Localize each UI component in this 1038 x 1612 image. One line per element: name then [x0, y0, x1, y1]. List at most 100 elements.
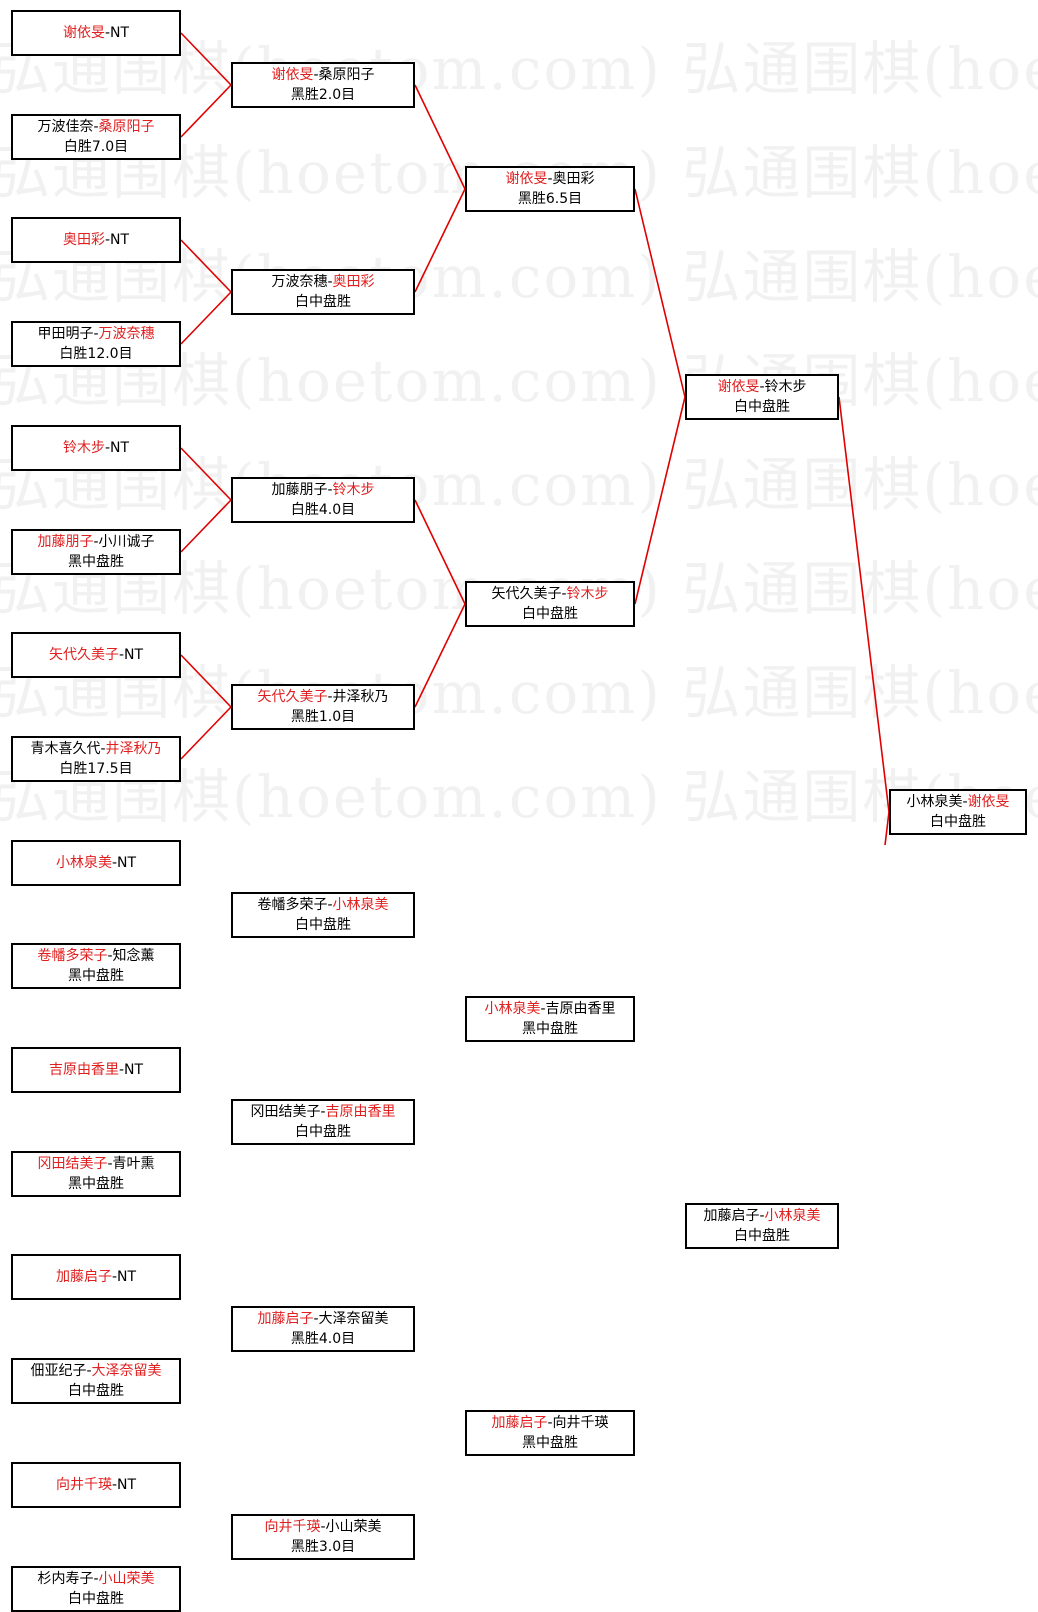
match-box: 奥田彩-NT: [11, 217, 181, 263]
match-players: 加藤启子-大泽奈留美: [257, 1309, 388, 1329]
separator: -: [547, 171, 553, 187]
match-players: 卷幡多荣子-小林泉美: [257, 895, 388, 915]
match-box: 加藤启子-NT: [11, 1254, 181, 1300]
connector-line: [180, 32, 232, 86]
match-box: 向井千瑛-小山荣美黑胜3.0目: [231, 1514, 415, 1560]
separator: -: [104, 25, 111, 41]
connector-line: [838, 396, 890, 813]
match-box: 万波佳奈-桑原阳子白胜7.0目: [11, 114, 181, 160]
match-box: 谢依旻-桑原阳子黑胜2.0目: [231, 62, 415, 108]
match-players: 冈田结美子-吉原由香里: [250, 1102, 395, 1122]
match-result: 白中盘胜: [734, 1228, 790, 1244]
player-1: 吉原由香里: [48, 1062, 119, 1078]
match-box: 矢代久美子-铃木步白中盘胜: [465, 581, 635, 627]
connector-line: [634, 188, 686, 398]
match-result: 白中盘胜: [734, 399, 790, 415]
match-box: 矢代久美子-井泽秋乃黑胜1.0目: [231, 684, 415, 730]
player-2: 谢依旻: [967, 794, 1010, 810]
player-2: NT: [124, 647, 144, 663]
match-box: 杉内寿子-小山荣美白中盘胜: [11, 1566, 181, 1612]
separator: -: [962, 794, 968, 810]
match-players: 加藤朋子-铃木步: [271, 480, 374, 500]
player-1: 谢依旻: [717, 379, 760, 395]
match-box: 铃木步-NT: [11, 425, 181, 471]
player-1: 矢代久美子: [48, 647, 119, 663]
match-result: 白中盘胜: [68, 1591, 124, 1607]
connector-line: [634, 396, 686, 605]
match-players: 矢代久美子-铃木步: [491, 584, 608, 604]
player-2: 万波奈穗: [98, 326, 155, 342]
separator: -: [327, 482, 333, 498]
separator: -: [93, 534, 99, 550]
player-2: 奥田彩: [332, 274, 375, 290]
separator: -: [104, 440, 111, 456]
match-players: 小林泉美-NT: [56, 853, 136, 873]
connector-line: [180, 291, 232, 345]
player-2: 小山荣美: [325, 1519, 382, 1535]
connector-line: [414, 499, 466, 605]
match-players: 吉原由香里-NT: [49, 1060, 143, 1080]
player-2: 铃木步: [764, 379, 807, 395]
match-box: 加藤朋子-铃木步白胜4.0目: [231, 477, 415, 523]
match-box: 加藤启子-小林泉美白中盘胜: [685, 1203, 839, 1249]
match-result: 黑胜2.0目: [290, 87, 356, 103]
match-players: 矢代久美子-井泽秋乃: [257, 687, 388, 707]
player-1: 加藤朋子: [271, 482, 328, 498]
player-2: 小林泉美: [332, 897, 389, 913]
player-2: 井泽秋乃: [332, 689, 389, 705]
player-2: 井泽秋乃: [105, 741, 162, 757]
match-players: 杉内寿子-小山荣美: [37, 1569, 154, 1589]
player-1: 小林泉美: [484, 1001, 541, 1017]
match-box: 冈田结美子-吉原由香里白中盘胜: [231, 1099, 415, 1145]
connector-line: [180, 654, 232, 708]
player-1: 青木喜久代: [30, 741, 101, 757]
match-result: 白中盘胜: [930, 814, 986, 830]
connector-line: [414, 603, 466, 708]
player-2: 知念薰: [112, 948, 155, 964]
separator: -: [327, 274, 333, 290]
match-box: 佃亚纪子-大泽奈留美白中盘胜: [11, 1358, 181, 1404]
player-1: 矢代久美子: [491, 586, 562, 602]
connector-line: [180, 706, 232, 760]
player-2: NT: [110, 232, 130, 248]
match-box: 谢依旻-NT: [11, 10, 181, 56]
match-result: 黑胜4.0目: [290, 1331, 356, 1347]
match-players: 万波奈穗-奥田彩: [271, 272, 374, 292]
connector-line: [180, 499, 232, 553]
match-players: 铃木步-NT: [63, 438, 129, 458]
match-players: 向井千瑛-NT: [56, 1475, 136, 1495]
player-1: 加藤启子: [55, 1269, 112, 1285]
match-players: 谢依旻-NT: [63, 23, 129, 43]
match-players: 加藤朋子-小川诚子: [37, 532, 154, 552]
bracket-lines: [180, 32, 890, 845]
player-2: 吉原由香里: [325, 1104, 396, 1120]
match-box: 加藤启子-向井千瑛黑中盘胜: [465, 1410, 635, 1456]
match-players: 奥田彩-NT: [63, 230, 129, 250]
player-1: 加藤朋子: [37, 534, 94, 550]
match-players: 万波佳奈-桑原阳子: [37, 117, 154, 137]
player-2: 青叶熏: [112, 1156, 155, 1172]
match-players: 小林泉美-谢依旻: [906, 792, 1009, 812]
player-2: 小林泉美: [764, 1208, 821, 1224]
player-2: NT: [110, 440, 130, 456]
player-1: 卷幡多荣子: [37, 948, 108, 964]
player-2: NT: [117, 1269, 137, 1285]
player-1: 佃亚纪子: [30, 1363, 87, 1379]
player-1: 万波奈穗: [271, 274, 328, 290]
player-1: 万波佳奈: [37, 119, 94, 135]
match-result: 白胜4.0目: [290, 502, 356, 518]
match-result: 黑胜3.0目: [290, 1539, 356, 1555]
player-2: 大泽奈留美: [318, 1311, 389, 1327]
separator: -: [759, 379, 765, 395]
match-box: 谢依旻-铃木步白中盘胜: [685, 374, 839, 420]
match-players: 甲田明子-万波奈穗: [37, 324, 154, 344]
player-1: 谢依旻: [271, 67, 314, 83]
match-players: 卷幡多荣子-知念薰: [37, 946, 154, 966]
match-box: 卷幡多荣子-知念薰黑中盘胜: [11, 943, 181, 989]
match-box: 加藤朋子-小川诚子黑中盘胜: [11, 529, 181, 575]
separator: -: [93, 326, 99, 342]
match-box: 向井千瑛-NT: [11, 1462, 181, 1508]
player-2: 铃木步: [332, 482, 375, 498]
connector-line: [180, 84, 232, 138]
player-1: 矢代久美子: [257, 689, 328, 705]
